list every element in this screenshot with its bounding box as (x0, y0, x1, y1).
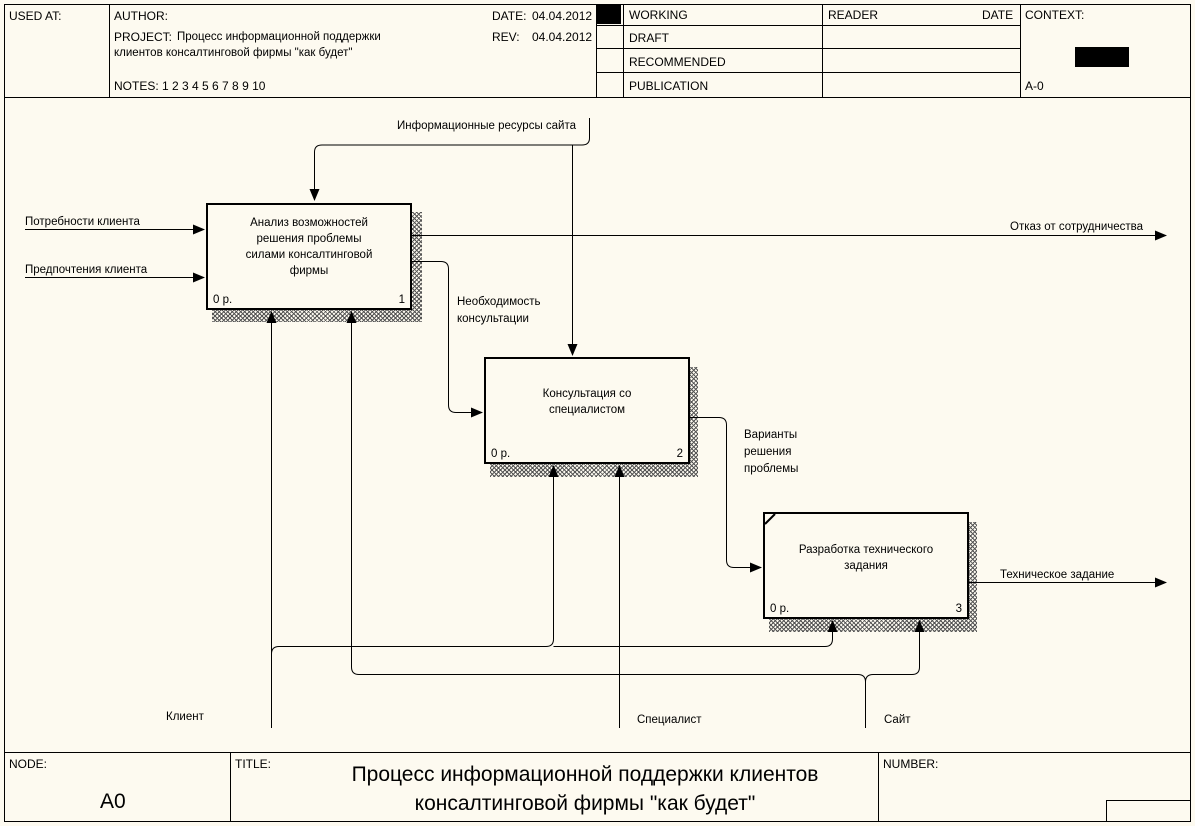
need-consultation-arrow (412, 261, 483, 418)
variants-label-2: решения (744, 446, 792, 458)
reader-label: READER (828, 8, 879, 22)
client-to-box3-arrow (553, 620, 838, 647)
activity-box-1[interactable]: Анализ возможностей решения проблемы сил… (206, 203, 412, 310)
notes-label: NOTES: 1 2 3 4 5 6 7 8 9 10 (114, 79, 266, 93)
variants-label-1: Варианты (744, 429, 798, 441)
context-label: CONTEXT: (1025, 8, 1085, 22)
client-label: Клиент (166, 711, 204, 723)
activity-box-3[interactable]: Разработка технического задания 0 р. 3 (763, 512, 969, 619)
activity-box-3-number: 3 (955, 603, 962, 615)
working-status-marker (597, 5, 621, 24)
activity-box-2-label: Консультация со специалистом (542, 388, 632, 416)
status-draft: DRAFT (629, 31, 669, 45)
project-name-line1: Процесс информационной поддержки (177, 31, 381, 43)
activity-box-3-label: Разработка технического задания (798, 544, 934, 572)
reader-date-label: DATE (982, 8, 1014, 22)
activity-box-1-cost: 0 р. (213, 294, 233, 306)
site-label: Сайт (884, 714, 911, 726)
rev-value: 04.04.2012 (532, 30, 593, 44)
info-resources-to-box1-arrow (309, 118, 590, 201)
used-at-label: USED AT: (9, 9, 62, 23)
activity-box-2-cost: 0 р. (491, 448, 511, 460)
client-to-box2-arrow (271, 465, 559, 655)
rev-label: REV: (492, 30, 520, 44)
activity-box-3-cost: 0 р. (770, 603, 790, 615)
activity-box-1-label: Анализ возможностей решения проблемы сил… (245, 217, 373, 277)
number-label: NUMBER: (883, 757, 939, 771)
activity-box-2[interactable]: Консультация со специалистом 0 р. 2 (484, 357, 690, 464)
variants-label-3: проблемы (744, 463, 799, 475)
context-diagram-thumbnail (1075, 47, 1129, 67)
project-name-line2: клиентов консалтинговой фирмы "как будет… (114, 47, 353, 59)
context-node: A-0 (1025, 79, 1044, 93)
status-recommended: RECOMMENDED (629, 55, 726, 69)
specialist-label: Специалист (637, 714, 702, 726)
variants-arrow (690, 417, 762, 573)
refusal-label: Отказ от сотрудничества (1010, 221, 1144, 233)
site-to-box1-arrow (346, 311, 866, 728)
client-prefs-label: Предпочтения клиента (25, 264, 148, 276)
activity-box-2-number: 2 (676, 448, 683, 460)
client-needs-label: Потребности клиента (25, 216, 140, 228)
node-value: A0 (100, 790, 126, 813)
project-label: PROJECT: (114, 30, 173, 44)
diagram-title: Процесс информационной поддержки клиенто… (351, 763, 819, 815)
need-consultation-label-2: консультации (457, 313, 529, 325)
site-to-box3-arrow (865, 620, 925, 683)
title-label: TITLE: (235, 757, 272, 771)
status-publication: PUBLICATION (629, 79, 709, 93)
status-working: WORKING (629, 8, 688, 22)
node-label: NODE: (9, 757, 48, 771)
need-consultation-label-1: Необходимость (457, 296, 541, 308)
tech-spec-label: Техническое задание (1000, 569, 1115, 581)
author-label: AUTHOR: (114, 9, 168, 23)
date-label: DATE: (492, 9, 527, 23)
info-resources-label: Информационные ресурсы сайта (397, 120, 577, 132)
date-value: 04.04.2012 (532, 9, 593, 23)
activity-box-1-number: 1 (398, 294, 405, 306)
